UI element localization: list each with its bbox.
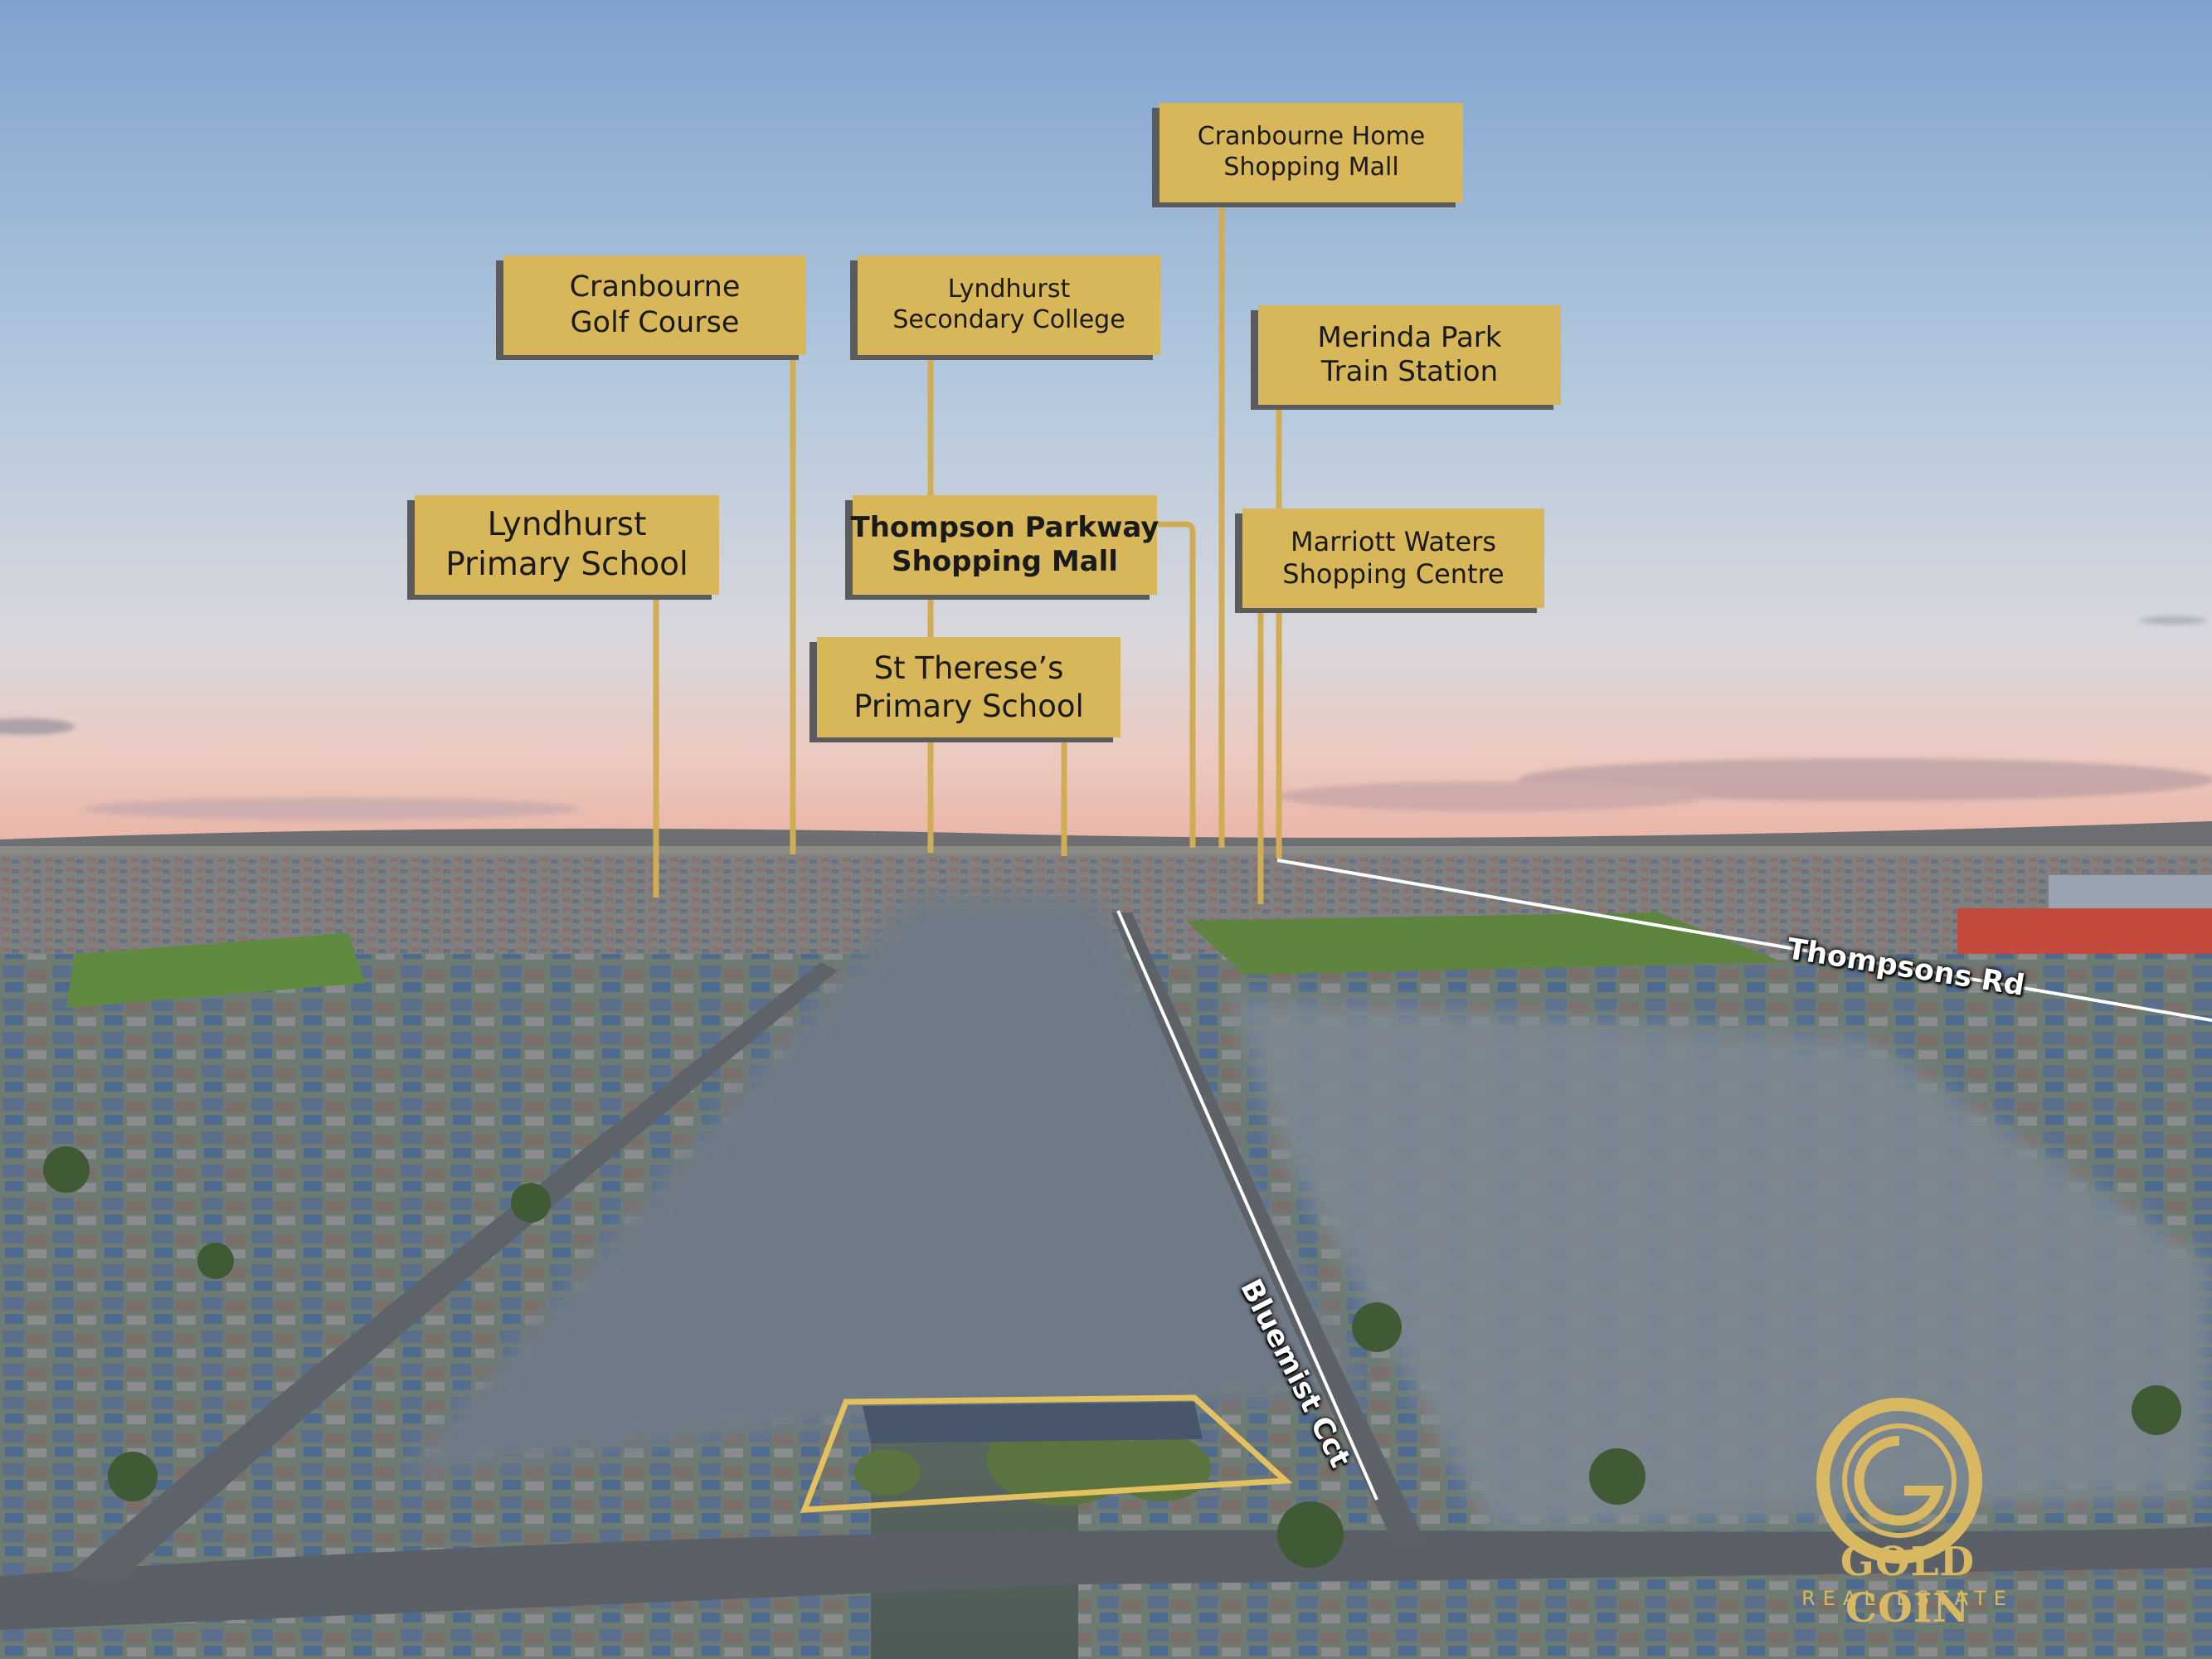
label-thompson-parkway-shopping-mall: Thompson Parkway Shopping Mall	[850, 495, 1159, 595]
label-cranbourne-home-shopping-mall: Cranbourne Home Shopping Mall	[1159, 103, 1463, 202]
label-line: Primary School	[445, 546, 688, 583]
label-line: St Therese’s	[873, 650, 1064, 687]
label-lyndhurst-primary-school: Lyndhurst Primary School	[415, 495, 719, 595]
logo-tagline: REAL ESTATE	[1801, 1587, 2014, 1610]
label-cranbourne-golf-course: Cranbourne Golf Course	[503, 255, 806, 355]
label-line: Lyndhurst	[947, 275, 1071, 304]
label-line: Golf Course	[570, 306, 740, 339]
logo-name: GOLD COIN	[1840, 1539, 1976, 1632]
property-boundary	[800, 1394, 1293, 1513]
label-line: Lyndhurst	[487, 506, 647, 544]
thompsons-rd-line	[1276, 859, 2212, 1022]
label-line: Primary School	[853, 688, 1084, 724]
label-st-thereses-primary-school: St Therese’s Primary School	[817, 637, 1121, 737]
label-merinda-park-train-station: Merinda Park Train Station	[1258, 305, 1561, 405]
label-line: Cranbourne Home	[1197, 122, 1426, 152]
gold-coin-logo-icon	[1816, 1398, 1982, 1564]
label-lyndhurst-secondary-college: Lyndhurst Secondary College	[858, 255, 1160, 355]
label-pointer-lines	[653, 203, 1282, 904]
label-line: Marriott Waters	[1291, 525, 1496, 557]
label-line: Thompson Parkway	[850, 510, 1159, 544]
label-line: Train Station	[1320, 355, 1499, 388]
label-line: Shopping Mall	[892, 545, 1118, 578]
label-line: Shopping Mall	[1223, 153, 1399, 182]
label-line: Shopping Centre	[1282, 558, 1505, 590]
label-line: Secondary College	[892, 305, 1125, 334]
label-line: Cranbourne	[569, 270, 741, 304]
label-line: Merinda Park	[1317, 320, 1502, 354]
label-marriott-waters-shopping-centre: Marriott Waters Shopping Centre	[1242, 508, 1544, 608]
bluemist-cct-line	[1116, 910, 1378, 1501]
